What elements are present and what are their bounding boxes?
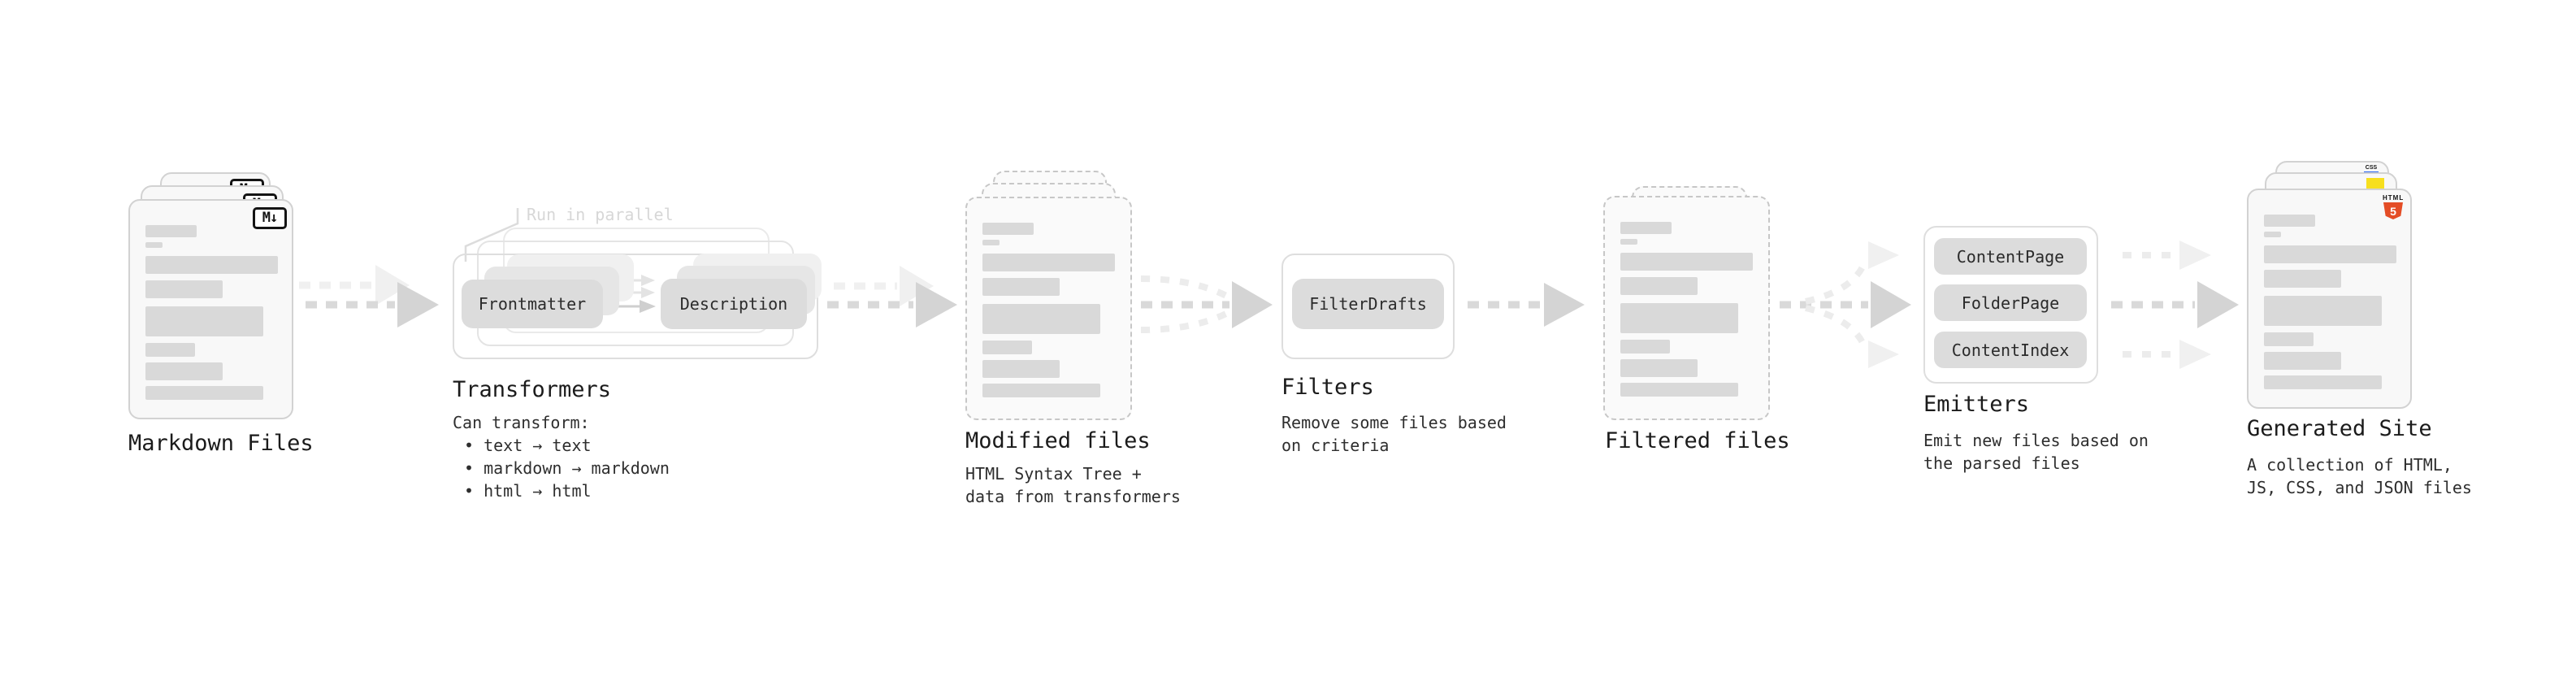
content-bar [1620,253,1753,271]
description-line: the parsed files [1923,453,2080,473]
description-line: data from transformers [965,487,1181,506]
content-bar [145,280,223,298]
stage-label-filters: Filters [1281,375,1374,400]
description-line: • markdown → markdown [464,458,670,478]
description-line: on criteria [1281,436,1390,455]
arrow-markdown-to-transformers [299,265,439,327]
stage-label-generated-site: Generated Site [2247,416,2432,441]
content-bar [1620,383,1738,397]
description-line: • text → text [464,436,592,455]
arrow-frontmatter-to-description [608,275,656,313]
content-bar [145,362,223,380]
stage-description-emitters: Emit new files based on the parsed files [1923,429,2149,475]
content-bar [1620,303,1738,333]
emitter-node-folderpage: FolderPage [1934,284,2087,321]
transformers-box [453,254,818,359]
javascript-icon [2366,178,2384,189]
parallel-note: Run in parallel [527,205,674,224]
stage-description-generated-site: A collection of HTML, JS, CSS, and JSON … [2247,453,2472,499]
stage-description-filters: Remove some files based on criteria [1281,411,1507,457]
stage-label-markdown-files: Markdown Files [128,431,314,456]
description-line: Remove some files based [1281,413,1507,432]
arrow-modified-to-filters [1140,275,1273,333]
content-bar [145,343,195,357]
generated-file-card-html: HTML 5 [2247,189,2412,409]
html5-icon-label: HTML [2383,194,2405,202]
content-bar [145,256,278,274]
content-bar [2264,245,2396,263]
content-bar [145,225,197,237]
content-bar [145,386,263,400]
description-line: Emit new files based on [1923,431,2149,450]
content-bar [2264,270,2341,288]
filter-node-filterdrafts: FilterDrafts [1292,279,1444,329]
content-bar [2264,332,2314,346]
markdown-icon: M↓ [253,207,287,229]
content-bar [2264,375,2382,389]
content-bar [982,240,1000,245]
arrow-filtered-to-emitters [1780,241,1911,368]
stage-label-filtered-files: Filtered files [1605,428,1790,453]
html5-icon-shield: 5 [2383,202,2403,219]
css-icon-label: CSS [2365,165,2378,171]
description-line: A collection of HTML, [2247,455,2452,475]
content-bar [982,340,1032,354]
arrow-transformers-to-modified [827,266,957,327]
content-bar [982,384,1100,397]
stage-label-transformers: Transformers [453,377,612,402]
html5-icon: HTML 5 [2383,194,2404,219]
description-line: JS, CSS, and JSON files [2247,478,2472,497]
stage-description-modified-files: HTML Syntax Tree + data from transformer… [965,462,1181,508]
description-line: • html → html [464,481,592,501]
content-bar [982,360,1060,378]
content-bar [1620,340,1670,354]
content-bar [2264,352,2341,370]
emitter-node-contentpage: ContentPage [1934,238,2087,275]
content-bar [145,242,163,248]
stage-description-transformers: Can transform: • text → text • markdown … [453,411,670,502]
arrow-filters-to-filtered [1468,283,1585,327]
content-bar [982,278,1060,296]
emitter-node-contentindex: ContentIndex [1934,332,2087,368]
content-bar [2264,215,2315,227]
content-bar [1620,277,1698,295]
content-bar [1620,222,1672,234]
modified-file-card-front [965,197,1132,420]
stage-label-modified-files: Modified files [965,428,1151,453]
arrow-emitters-to-generated [2111,241,2239,369]
content-bar [1620,359,1698,377]
content-bar [982,254,1115,271]
content-bar [982,223,1034,235]
content-bar [2264,296,2382,326]
content-bar [145,306,263,336]
transformer-node-frontmatter: Frontmatter [462,280,603,328]
description-line: Can transform: [453,413,590,432]
content-bar [982,304,1100,334]
content-bar [2264,232,2281,237]
description-line: HTML Syntax Tree + [965,464,1142,484]
markdown-file-card-front: M↓ [128,199,293,419]
content-bar [1620,239,1637,245]
transformer-node-description: Description [661,279,807,329]
stage-label-emitters: Emitters [1923,392,2030,417]
filtered-file-card-front [1603,196,1770,420]
